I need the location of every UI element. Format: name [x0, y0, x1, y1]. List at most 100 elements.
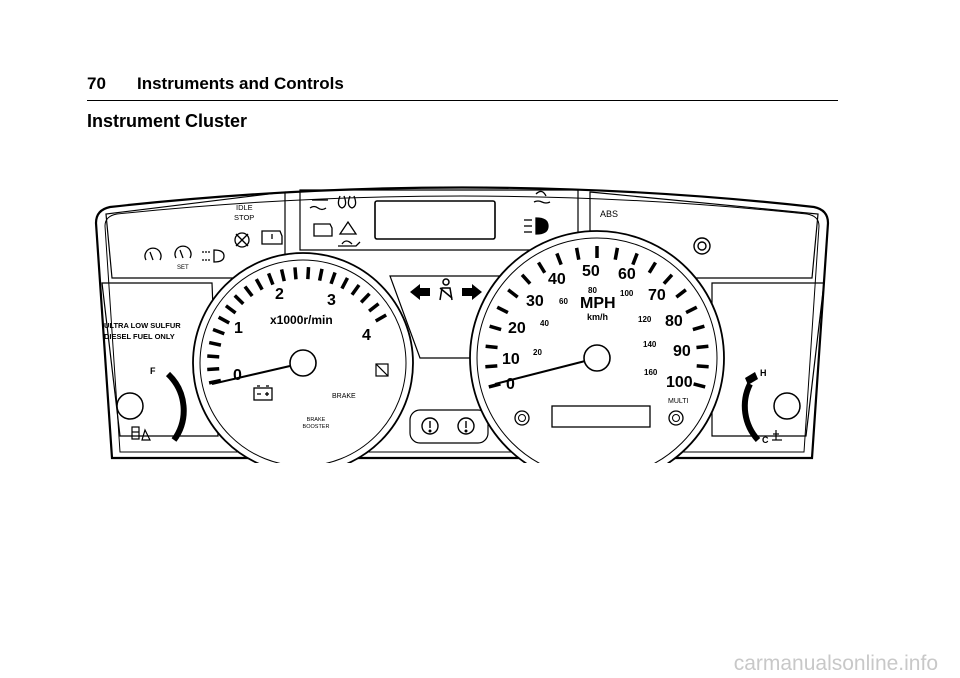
page-title: Instrument Cluster [87, 111, 248, 131]
parking-brake-icon [693, 237, 711, 255]
mph-70: 70 [648, 287, 666, 304]
tach-tick [279, 269, 286, 282]
kmh-120: 120 [638, 315, 652, 324]
cruise-set-icon [174, 245, 192, 259]
fuel-pump-icon [131, 426, 151, 441]
tach-tick [212, 327, 225, 336]
speed-tick [520, 273, 532, 285]
kmh-60: 60 [559, 297, 568, 306]
tach-tick [233, 294, 245, 306]
kmh-80: 80 [588, 286, 597, 295]
speed-tick [489, 324, 502, 332]
tach-tick [293, 267, 298, 280]
brake-label: BRAKE [332, 393, 356, 400]
speed-tick [574, 247, 581, 260]
coolant-temp-icon [772, 430, 782, 441]
left-warning-indicators: IDLE STOP SET [144, 203, 283, 271]
speed-tick [496, 305, 509, 315]
multi-label: MULTI [668, 398, 689, 405]
speed-unit-kmh: km/h [587, 312, 608, 322]
idle-stop-label-2: STOP [234, 213, 254, 222]
watermark: carmanualsonline.info [733, 652, 938, 675]
speed-tick [692, 324, 705, 332]
speed-tick [485, 344, 498, 350]
speed-tick [685, 305, 698, 315]
battery-icon [253, 385, 273, 401]
speed-tick [488, 382, 501, 389]
right-warning-indicators: ABS [600, 209, 711, 255]
tach-tick [207, 354, 220, 359]
mph-30: 30 [526, 293, 544, 310]
idle-stop-label-1: IDLE [236, 203, 253, 212]
engine-warning-icon [261, 230, 283, 245]
tach-tick [208, 378, 222, 385]
speed-tick [696, 364, 709, 369]
fog-light-icon [202, 249, 225, 263]
glow-plug-icon [337, 195, 357, 209]
seat-sensor-icon [375, 363, 389, 377]
speed-tick [693, 382, 706, 389]
fuel-gauge: ULTRA LOW SULFUR DIESEL FUEL ONLY F [104, 321, 187, 442]
temp-hot-label: H [760, 368, 767, 378]
tach-tick [340, 277, 350, 290]
speed-tick [555, 252, 563, 266]
mph-90: 90 [673, 343, 691, 360]
mph-100: 100 [666, 374, 693, 391]
section-title: Instruments and Controls [137, 74, 344, 93]
tach-tick [329, 271, 337, 285]
mph-60: 60 [618, 266, 636, 283]
mph-0: 0 [506, 376, 515, 393]
speed-tick [631, 252, 639, 266]
tach-tick [306, 267, 311, 280]
temperature-gauge: H C [741, 368, 801, 445]
page-number: 70 [87, 74, 106, 93]
brake-system-icon [457, 417, 475, 435]
tach-number-4: 4 [362, 327, 371, 344]
check-engine-icon [313, 223, 333, 237]
kmh-100: 100 [620, 289, 634, 298]
mph-40: 40 [548, 271, 566, 288]
speed-tick [696, 344, 709, 350]
kmh-140: 140 [643, 340, 657, 349]
fuel-label-line1: ULTRA LOW SULFUR [104, 321, 181, 330]
turn-left-icon [410, 284, 430, 300]
turn-right-icon [462, 284, 482, 300]
speed-tick [675, 288, 687, 299]
tach-number-2: 2 [275, 286, 284, 303]
abs-label: ABS [600, 209, 618, 219]
speed-tick [647, 261, 658, 274]
fuel-full-label: F [150, 366, 156, 376]
speed-unit-mph: MPH [580, 295, 616, 312]
coolant-warning-icon [309, 199, 328, 211]
tach-tick [207, 366, 220, 372]
oil-pressure-icon [338, 240, 361, 247]
mph-80: 80 [665, 313, 683, 330]
speed-tick [507, 288, 519, 299]
speedometer: MPH km/h MULTI 0 10 20 30 40 50 60 70 80… [469, 230, 725, 463]
tach-tick [254, 278, 264, 291]
tach-unit: x1000r/min [270, 313, 333, 327]
temp-cold-label: C [762, 435, 769, 445]
turn-signal-indicators [410, 278, 482, 301]
water-in-fuel-icon [533, 190, 551, 204]
brake-booster-label-1: BRAKE [307, 417, 326, 423]
mph-10: 10 [502, 351, 520, 368]
kmh-40: 40 [540, 319, 549, 328]
speedometer-gauge-icon [144, 247, 162, 261]
tach-number-3: 3 [327, 292, 336, 309]
tach-tick [208, 340, 222, 347]
brake-booster-label-2: BOOSTER [303, 424, 330, 430]
speed-tick [613, 247, 620, 260]
tach-tick [374, 313, 388, 323]
fuel-label-line2: DIESEL FUEL ONLY [104, 332, 175, 341]
cruise-set-label: SET [177, 265, 189, 271]
speed-tick [485, 364, 498, 369]
mph-50: 50 [582, 263, 600, 280]
high-beam-icon [524, 217, 549, 235]
instrument-cluster-illustration: 0 1 2 3 4 x1000r/min BRAKE BRAKE BOOSTER [94, 186, 830, 463]
kmh-20: 20 [533, 348, 542, 357]
maintenance-icon [338, 220, 358, 235]
tach-tick [266, 272, 275, 286]
mph-20: 20 [508, 320, 526, 337]
tach-tick [243, 285, 254, 298]
